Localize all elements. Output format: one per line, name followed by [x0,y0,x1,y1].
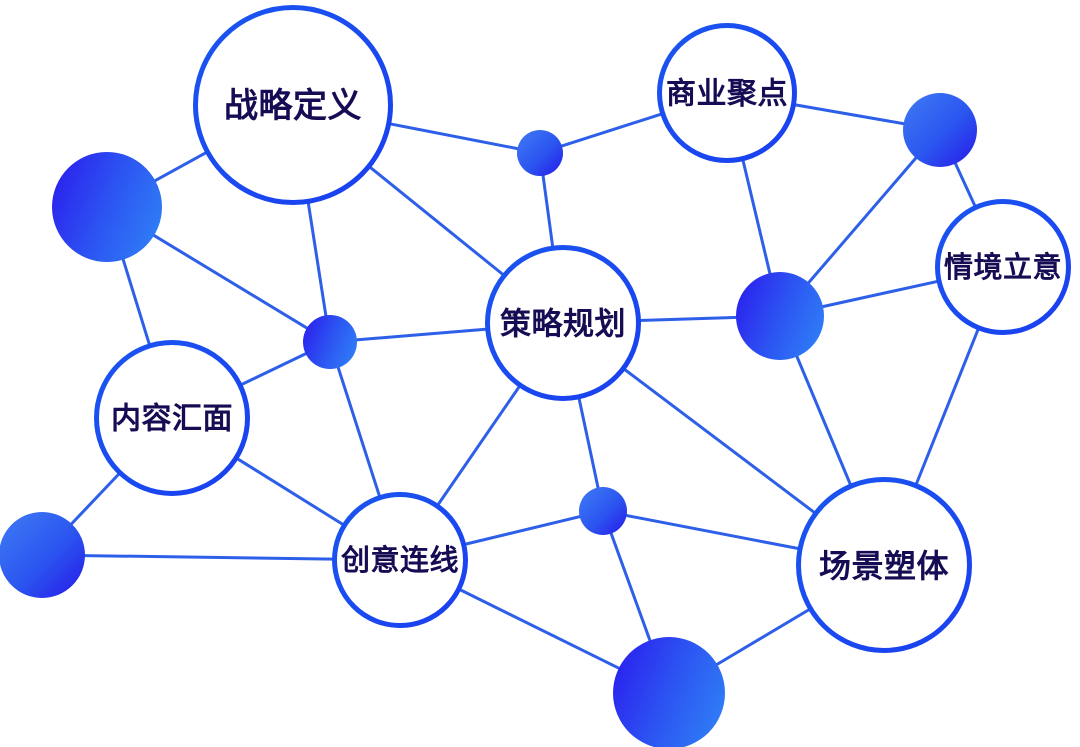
node-dot_top[interactable] [517,130,563,176]
edge-strategy_def-to-strategy_plan [367,165,506,277]
node-blob_bottomleft[interactable] [0,512,85,598]
edge-creative_link-to-blob_bottom [457,587,623,671]
edge-blob_topright-to-context_concept [953,160,977,209]
node-label-strategy_plan: 策略规划 [500,307,626,342]
edge-blob_bottom-to-scene_shape [713,607,812,667]
edge-dot_left-to-creative_link [336,364,382,499]
edge-dot_left-to-strategy_plan [353,327,489,342]
node-label-context_concept: 情境立意 [944,250,1062,284]
edge-blob_left-to-strategy_def [151,150,209,184]
edge-dot_left-to-content_agg [238,351,309,387]
node-label-creative_link: 创意连线 [340,543,459,577]
node-strategy_def[interactable] [193,5,393,205]
edge-context_concept-to-scene_shape [914,326,981,487]
edge-creative_link-to-strategy_plan [435,384,522,508]
node-label-strategy_def: 战略定义 [224,87,362,125]
edge-dot_bottom-to-strategy_plan [577,395,600,491]
edge-context_concept-to-blob_midright [819,279,941,309]
edge-strategy_def-to-dot_left [306,200,328,319]
node-dot_bottom[interactable] [579,487,627,535]
edge-blob_midright-to-strategy_plan [637,315,740,323]
edge-blob_left-to-dot_left [150,232,311,331]
edge-dot_top-to-business_focus [558,112,664,149]
edge-dot_bottom-to-scene_shape [623,513,802,551]
edge-business_focus-to-blob_topright [792,103,908,126]
node-content_agg[interactable] [94,340,250,496]
node-label-scene_shape: 场景塑体 [819,548,949,584]
edge-dot_bottom-to-blob_bottom [609,530,653,644]
node-context_concept[interactable] [935,199,1071,335]
edge-dot_top-to-strategy_plan [541,172,555,250]
edge-blob_bottomleft-to-creative_link [81,554,336,561]
node-label-content_agg: 内容汇面 [111,403,233,436]
nodes-layer [0,5,1071,747]
edge-content_agg-to-creative_link [235,456,346,527]
edge-blob_left-to-content_agg [121,256,152,347]
node-strategy_plan[interactable] [485,245,641,401]
node-creative_link[interactable] [332,492,468,628]
edge-strategy_def-to-dot_top [387,122,521,151]
edge-content_agg-to-blob_bottomleft [68,471,122,527]
node-dot_left[interactable] [303,315,357,369]
node-scene_shape[interactable] [796,477,972,653]
node-blob_topright[interactable] [903,93,977,167]
node-blob_bottom[interactable] [613,637,725,747]
node-blob_left[interactable] [52,152,162,262]
node-business_focus[interactable] [657,23,797,163]
edge-blob_midright-to-scene_shape [794,353,853,488]
edge-strategy_plan-to-scene_shape [622,367,817,515]
node-label-business_focus: 商业聚点 [666,78,788,111]
edges-layer [68,103,981,671]
node-blob_midright[interactable] [736,272,824,360]
edge-business_focus-to-blob_midright [741,157,772,277]
edge-creative_link-to-dot_bottom [462,514,584,547]
edge-blob_topright-to-blob_midright [805,155,919,286]
